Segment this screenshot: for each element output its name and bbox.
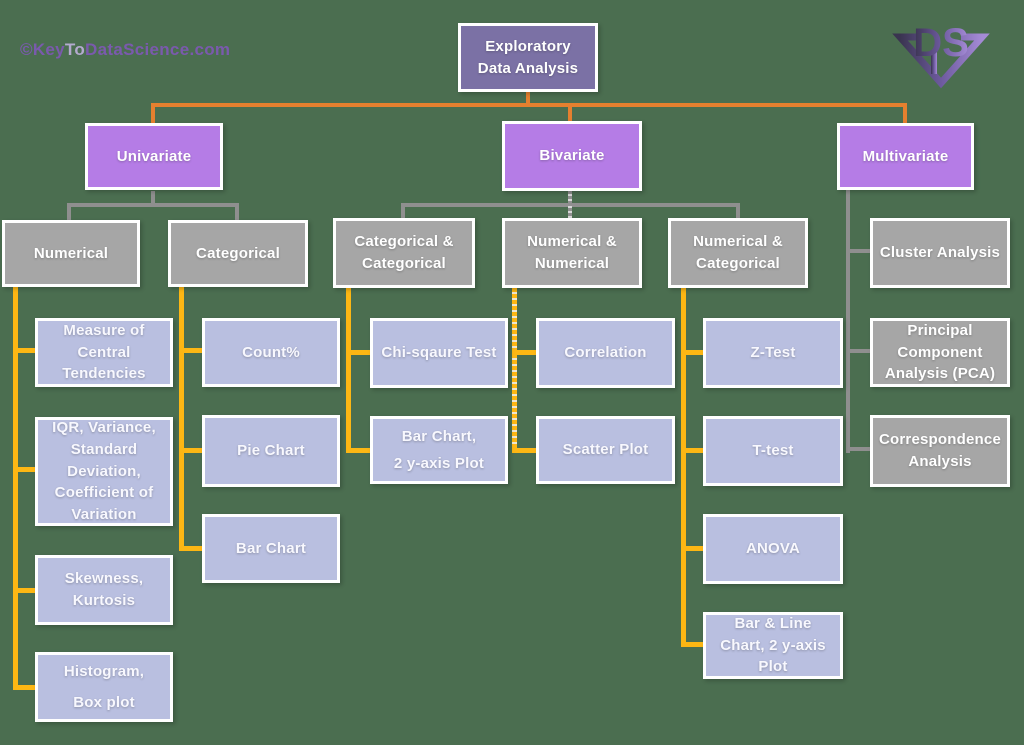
node-exploratory-data-analysis: Exploratory Data Analysis — [458, 23, 598, 92]
connector-drop-cat-cat — [401, 203, 405, 218]
node-correlation: Correlation — [536, 318, 675, 388]
stub-pca — [846, 349, 872, 353]
node-categorical-categorical: Categorical & Categorical — [333, 218, 475, 288]
connector-drop-multivariate — [903, 103, 907, 123]
connector-bivariate-stem — [568, 191, 572, 205]
stub-z-test — [681, 350, 703, 355]
logo-monogram: DS — [913, 21, 969, 65]
stub-histogram — [13, 685, 35, 690]
node-central-tendencies: Measure of Central Tendencies — [35, 318, 173, 387]
watermark-part2: To — [64, 40, 86, 59]
stub-cluster-analysis — [846, 249, 872, 253]
watermark-keytodatascience: ©KeyToDataScience.com — [20, 40, 230, 60]
connector-multivariate-stem — [846, 190, 850, 453]
connector-num-cat-stem — [681, 288, 686, 647]
node-correspondence-analysis: Correspondence Analysis — [870, 415, 1010, 487]
connector-categorical-stem — [179, 287, 184, 551]
node-z-test: Z-Test — [703, 318, 843, 388]
node-pca: Principal Component Analysis (PCA) — [870, 318, 1010, 387]
stub-scatter-plot — [512, 448, 536, 453]
node-iqr-variance: IQR, Variance, Standard Deviation, Coeff… — [35, 417, 173, 526]
stub-skewness — [13, 588, 35, 593]
connector-univariate-stem — [151, 191, 155, 205]
connector-drop-bivariate — [568, 103, 572, 121]
node-cluster-analysis: Cluster Analysis — [870, 218, 1010, 288]
node-numerical-numerical: Numerical & Numerical — [502, 218, 642, 288]
stub-pie-chart — [179, 448, 202, 453]
connector-univariate-bar — [67, 203, 239, 207]
logo-triangle — [892, 33, 990, 89]
stub-count — [179, 348, 202, 353]
stub-anova — [681, 546, 703, 551]
connector-numerical-stem — [13, 287, 18, 690]
connector-top-bar — [151, 103, 907, 107]
stub-t-test — [681, 448, 703, 453]
connector-drop-numerical — [67, 203, 71, 220]
node-histogram-boxplot: Histogram, Box plot — [35, 652, 173, 722]
connector-num-num-stem — [512, 288, 517, 453]
stub-bar-2yaxis — [346, 448, 370, 453]
node-multivariate: Multivariate — [837, 123, 974, 190]
connector-drop-num-num — [568, 203, 572, 218]
node-categorical: Categorical — [168, 220, 308, 287]
stub-bar-line — [681, 642, 703, 647]
node-pie-chart: Pie Chart — [202, 415, 340, 487]
connector-root-stem — [526, 92, 530, 105]
node-bivariate: Bivariate — [502, 121, 642, 191]
node-skewness-kurtosis: Skewness, Kurtosis — [35, 555, 173, 625]
connector-drop-categorical — [235, 203, 239, 220]
node-bar-chart: Bar Chart — [202, 514, 340, 583]
connector-cat-cat-stem — [346, 288, 351, 453]
ds-logo-icon: DS — [892, 21, 990, 89]
stub-central-tendencies — [13, 348, 35, 353]
node-numerical: Numerical — [2, 220, 140, 287]
node-numerical-categorical: Numerical & Categorical — [668, 218, 808, 288]
stub-chi-square — [346, 350, 370, 355]
watermark-part1: ©Key — [20, 40, 65, 59]
node-univariate: Univariate — [85, 123, 223, 190]
node-bar-chart-2yaxis: Bar Chart, 2 y-axis Plot — [370, 416, 508, 484]
logo-stem — [931, 50, 937, 74]
node-chi-square-test: Chi-sqaure Test — [370, 318, 508, 388]
stub-bar-chart — [179, 546, 202, 551]
node-count-percent: Count% — [202, 318, 340, 387]
stub-correspondence — [846, 447, 872, 451]
connector-drop-univariate — [151, 103, 155, 123]
node-anova: ANOVA — [703, 514, 843, 584]
node-scatter-plot: Scatter Plot — [536, 416, 675, 484]
stub-correlation — [512, 350, 536, 355]
watermark-part3: DataScience.com — [85, 40, 231, 59]
connector-drop-num-cat — [736, 203, 740, 218]
stub-iqr-variance — [13, 467, 35, 472]
node-t-test: T-test — [703, 416, 843, 486]
node-bar-line-2yaxis: Bar & Line Chart, 2 y-axis Plot — [703, 612, 843, 679]
